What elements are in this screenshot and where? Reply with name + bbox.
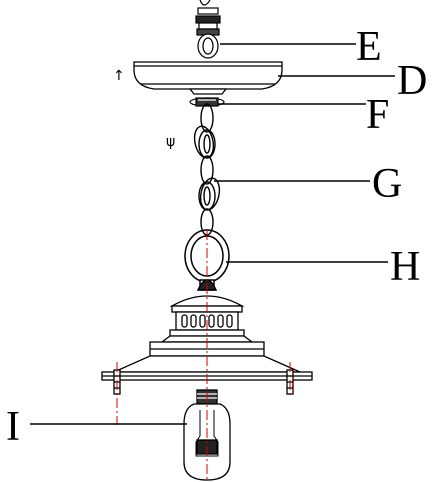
top-hook-connector [195, 0, 221, 59]
callout-d: D [397, 58, 427, 104]
callout-g: G [372, 161, 402, 207]
callout-f: F [366, 92, 389, 138]
center-axis-lines [116, 230, 291, 482]
leader-lines [30, 43, 395, 425]
chain [193, 103, 221, 236]
chain-ring-nut [189, 97, 225, 107]
callout-i: I [6, 404, 20, 450]
up-arrow-marker: ↑ [113, 68, 125, 84]
vent-slots [181, 314, 233, 328]
down-arrow-marker: ψ [166, 134, 175, 150]
callout-e: E [356, 24, 382, 70]
callout-h: H [390, 244, 420, 290]
ceiling-canopy [133, 61, 283, 95]
